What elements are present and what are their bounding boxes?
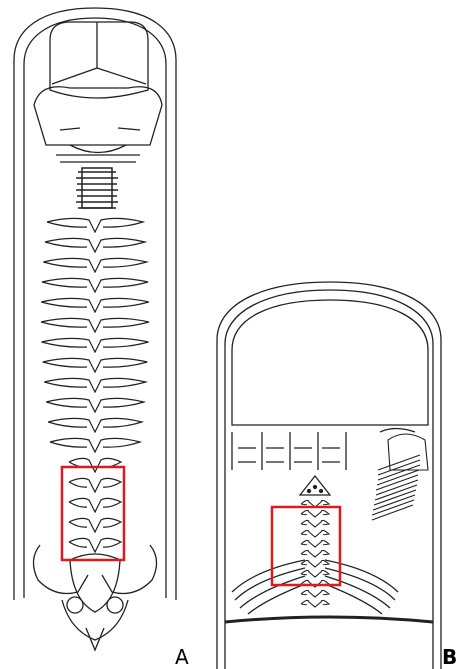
panel-b-outline [217, 282, 441, 669]
panel-b-vertebra [301, 520, 329, 527]
panel-a-label: A [175, 647, 189, 667]
panel-b-vertebra [301, 570, 329, 577]
panel-a-vertebra [50, 438, 140, 452]
panel-b-vertebra [301, 530, 329, 537]
panel-a-vertebra [47, 218, 143, 232]
panel-b-head [232, 300, 428, 425]
panel-a-vertebral-column [41, 218, 149, 552]
panel-a-vertebra [69, 518, 121, 532]
panel-a-vertebra [46, 398, 144, 412]
panel-b-vertebra [301, 550, 329, 557]
panel-b-highlight-box [272, 507, 340, 585]
panel-b [217, 282, 441, 669]
panel-b-vertebra [301, 560, 329, 567]
panel-a-vertebra [41, 318, 149, 332]
panel-a-vertebra [42, 338, 149, 352]
panel-a-vertebra [69, 478, 121, 492]
panel-a-vertebra [69, 458, 121, 472]
panel-a-vertebra [45, 238, 145, 252]
panel-a-vertebra [44, 378, 145, 392]
panel-a-cervical [76, 168, 118, 208]
panel-a-vertebra [69, 538, 121, 552]
panel-b-label: B [442, 647, 456, 667]
panel-b-vertebra [301, 600, 329, 607]
panel-a-vertebra [69, 498, 121, 512]
panel-a-vertebra [43, 358, 148, 372]
panel-a-vertebra [43, 258, 146, 272]
panel-b-inset-spine [372, 434, 428, 520]
panel-b-vertebra [301, 510, 329, 517]
panel-b-vertebra [301, 540, 329, 547]
panel-b-segments [232, 429, 415, 471]
panel-b-vertebral-column [301, 500, 329, 607]
panel-a-skull [34, 22, 162, 162]
panel-a-vertebra [42, 278, 148, 292]
panel-a-vertebra [41, 298, 149, 312]
panel-a-vertebra [48, 418, 142, 432]
panel-b-vertebra [301, 590, 329, 597]
